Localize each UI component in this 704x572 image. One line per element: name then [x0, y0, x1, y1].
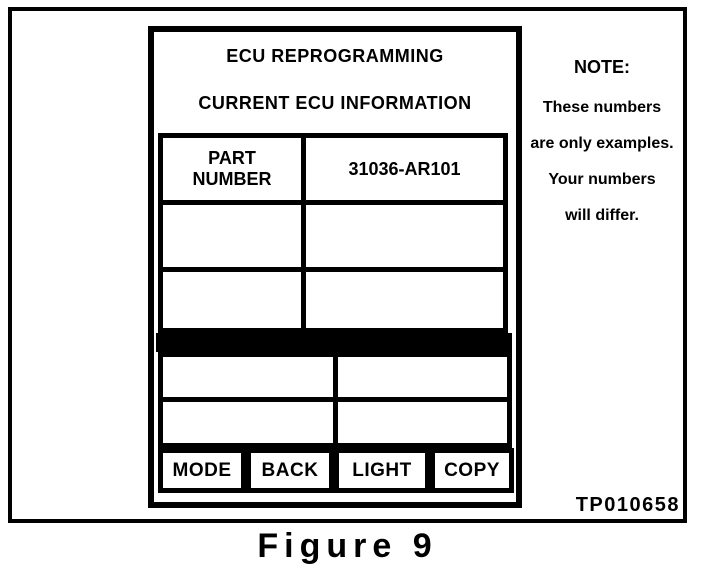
info-table-empty-cell: [163, 205, 301, 267]
part-number-value-cell: 31036-AR101: [306, 138, 503, 200]
lower-table-empty-cell: [163, 357, 333, 397]
screen-subtitle: CURRENT ECU INFORMATION: [198, 93, 472, 113]
note-line: are only examples.: [530, 135, 674, 152]
figure-caption: Figure 9: [257, 527, 438, 565]
mode-button[interactable]: MODE: [158, 448, 246, 493]
info-table-empty-cell: [306, 272, 503, 328]
info-table-empty-cell: [306, 205, 503, 267]
screen-title: ECU REPROGRAMMING: [226, 46, 444, 66]
figure-ref-code: TP010658: [575, 494, 680, 516]
figure-frame: ECU REPROGRAMMING CURRENT ECU INFORMATIO…: [8, 7, 687, 523]
note-heading: NOTE:: [574, 57, 630, 77]
note-block: NOTE: These numbers are only examples. Y…: [522, 57, 682, 234]
part-number-label-cell: PART NUMBER: [163, 138, 301, 200]
lower-empty-table: [158, 352, 512, 448]
copy-button[interactable]: COPY: [430, 448, 514, 493]
ecu-info-table: PART NUMBER 31036-AR101: [158, 133, 508, 333]
light-button[interactable]: LIGHT: [334, 448, 430, 493]
back-button[interactable]: BACK: [246, 448, 334, 493]
lower-table-empty-cell: [338, 357, 507, 397]
note-line: Your numbers: [548, 171, 656, 188]
screen-divider-bar: [156, 333, 512, 352]
lower-table-empty-cell: [338, 402, 507, 443]
note-line: will differ.: [565, 207, 639, 224]
lower-table-empty-cell: [163, 402, 333, 443]
info-table-empty-cell: [163, 272, 301, 328]
note-line: These numbers: [542, 99, 662, 116]
consult-screen: ECU REPROGRAMMING CURRENT ECU INFORMATIO…: [148, 26, 522, 508]
softkey-row: MODE BACK LIGHT COPY: [154, 448, 516, 493]
